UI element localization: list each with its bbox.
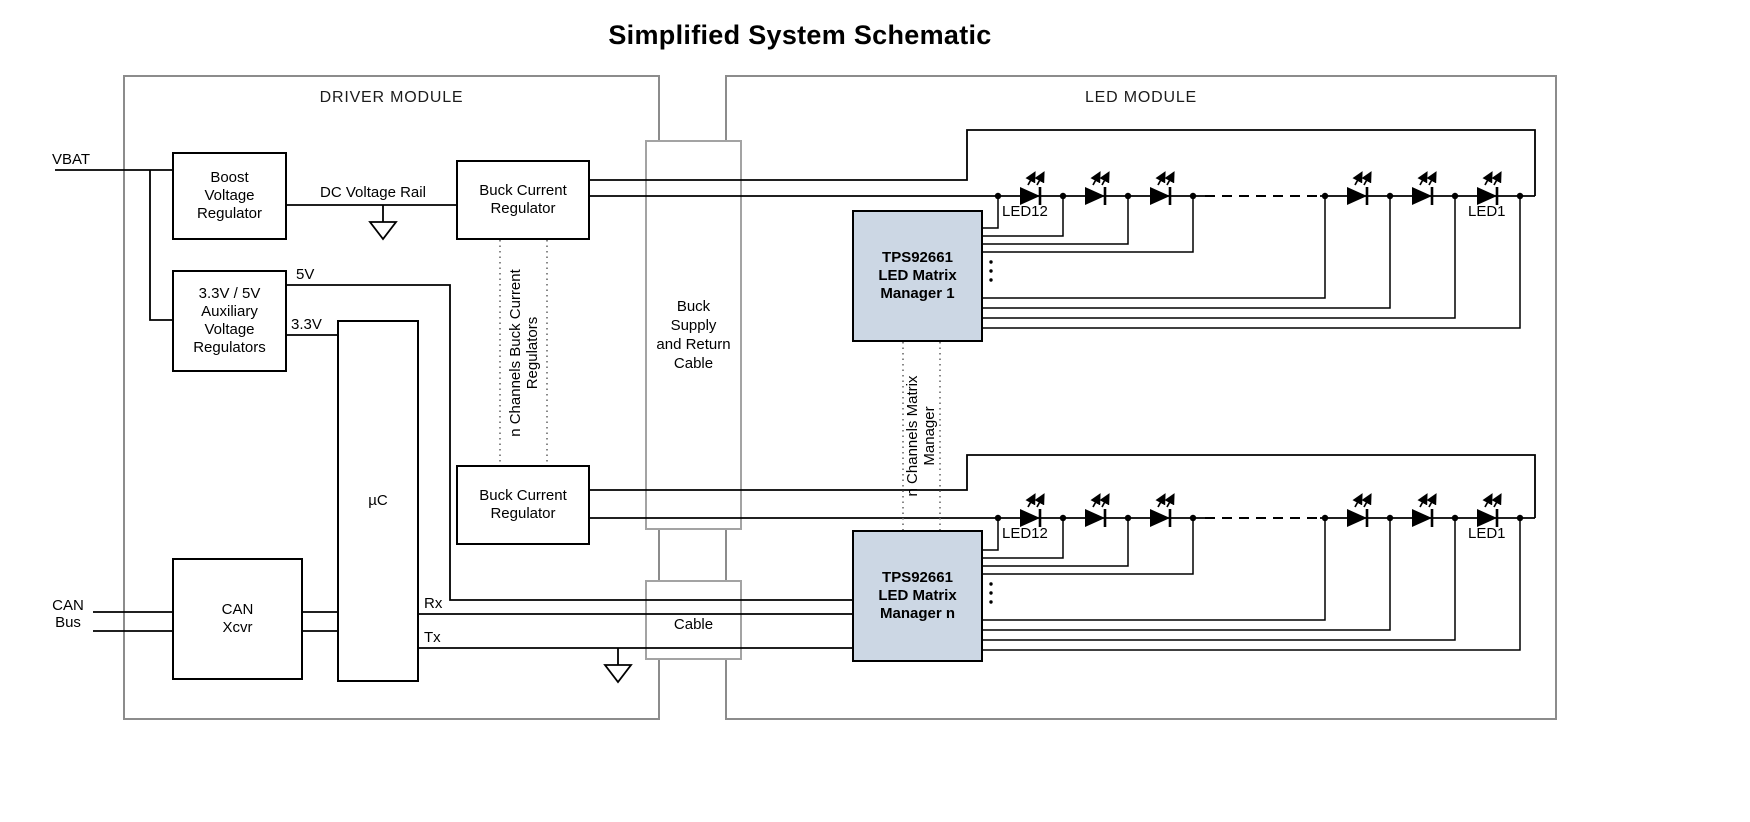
n-channels-matrix-note: n Channels Matrix Manager [904, 375, 938, 497]
driver-module-label: DRIVER MODULE [319, 89, 464, 106]
led-icon [1085, 496, 1108, 527]
ellipsis-dots [989, 260, 993, 604]
led-icon [1347, 496, 1370, 527]
led-matrix-manager-1-label: TPS92661 LED Matrix Manager 1 [878, 249, 957, 302]
led-icon [1412, 496, 1435, 527]
buck-current-regulator-top-label: Buck Current Regulator [479, 182, 567, 217]
led-module-label: LED MODULE [1084, 89, 1198, 106]
vbat-label: VBAT [52, 151, 91, 168]
boost-voltage-regulator-label: Boost Voltage Regulator [196, 169, 263, 222]
buck-current-regulator-top-box: Buck Current Regulator [456, 160, 590, 240]
led-icon [1085, 174, 1108, 205]
led-icon [1150, 174, 1173, 205]
n-channels-dotted-lines [499, 240, 941, 530]
power-string-wires [590, 129, 1536, 519]
led12-top-label: LED12 [1002, 203, 1048, 220]
boost-voltage-regulator-box: Boost Voltage Regulator [172, 152, 287, 240]
led1-top-label: LED1 [1468, 203, 1506, 220]
led-icon [1020, 496, 1043, 527]
buck-current-regulator-bottom-label: Buck Current Regulator [479, 487, 567, 522]
led-icon [1347, 174, 1370, 205]
led-matrix-manager-n-box: TPS92661 LED Matrix Manager n [852, 530, 983, 662]
tx-label: Tx [424, 629, 441, 646]
ground-icon [604, 647, 632, 683]
led-icon [1477, 174, 1500, 205]
buck-supply-cable-label: Buck Supply and Return Cable [656, 298, 731, 372]
led-matrix-manager-1-box: TPS92661 LED Matrix Manager 1 [852, 210, 983, 342]
rx-label: Rx [424, 595, 443, 612]
ground-icon [369, 204, 397, 240]
string-continuation-dashes [1205, 195, 1320, 519]
signal-cable-box: Cable [645, 580, 742, 660]
led-icon [1150, 496, 1173, 527]
5v-label: 5V [296, 266, 315, 283]
buck-current-regulator-bottom-box: Buck Current Regulator [456, 465, 590, 545]
aux-voltage-regulators-box: 3.3V / 5V Auxiliary Voltage Regulators [172, 270, 287, 372]
led12-bottom-label: LED12 [1002, 525, 1048, 542]
microcontroller-label: µC [368, 492, 388, 509]
signal-cable-label: Cable [673, 615, 714, 633]
can-bus-label: CAN Bus [52, 597, 84, 631]
aux-voltage-regulators-label: 3.3V / 5V Auxiliary Voltage Regulators [193, 285, 266, 356]
can-transceiver-box: CAN Xcvr [172, 558, 303, 680]
dc-voltage-rail-label: DC Voltage Rail [320, 184, 426, 201]
led-icon [1020, 174, 1043, 205]
microcontroller-box: µC [337, 320, 419, 682]
page-title: Simplified System Schematic [608, 20, 992, 50]
matrix-tap-wires [983, 196, 1521, 651]
3v3-label: 3.3V [291, 316, 322, 333]
led-icon [1477, 496, 1500, 527]
driver-wires [55, 169, 852, 649]
led-icon [1412, 174, 1435, 205]
led1-bottom-label: LED1 [1468, 525, 1506, 542]
can-transceiver-label: CAN Xcvr [221, 601, 254, 636]
junction-dots [994, 192, 1524, 522]
led-matrix-manager-n-label: TPS92661 LED Matrix Manager n [878, 569, 957, 622]
buck-supply-cable-box: Buck Supply and Return Cable [645, 140, 742, 530]
n-channels-buck-note: n Channels Buck Current Regulators [507, 269, 541, 437]
